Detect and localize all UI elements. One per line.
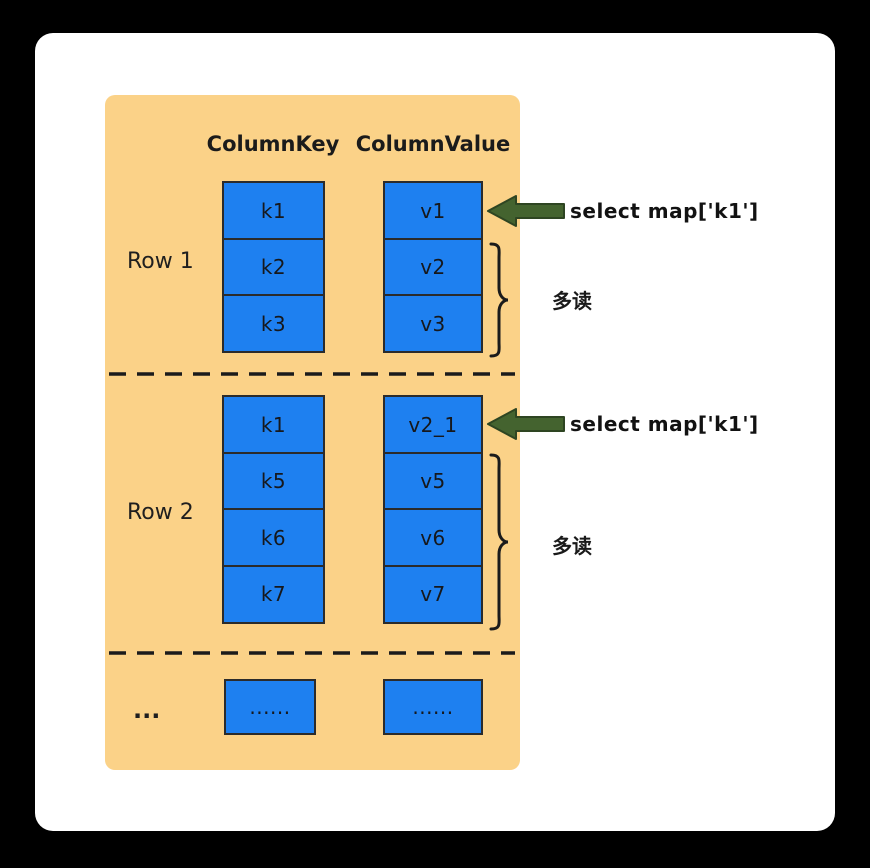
select-arrow-icon [487, 408, 565, 440]
key-cell: k1 [222, 181, 325, 240]
value-cell: v7 [383, 564, 483, 624]
row-label: Row 1 [127, 249, 194, 274]
dashed-divider [109, 651, 515, 655]
value-cell: v2 [383, 237, 483, 297]
row1-value-stack: v1 v2 v3 [383, 181, 483, 353]
value-cell: v5 [383, 451, 483, 511]
row-label: Row 2 [127, 500, 194, 525]
brace-annotation: 多读 [552, 534, 592, 558]
row1-key-stack: k1 k2 k3 [222, 181, 325, 353]
key-cell: ...... [224, 679, 316, 735]
row-label: ... [133, 696, 161, 724]
row2-key-stack: k1 k5 k6 k7 [222, 395, 325, 624]
value-cell: v3 [383, 294, 483, 353]
key-cell: k3 [222, 294, 325, 353]
key-cell: k1 [222, 395, 325, 454]
key-cell: k5 [222, 451, 325, 511]
select-annotation: select map['k1'] [570, 199, 759, 223]
key-cell: k7 [222, 564, 325, 624]
key-cell: k6 [222, 508, 325, 567]
select-annotation: select map['k1'] [570, 412, 759, 436]
row2-value-stack: v2_1 v5 v6 v7 [383, 395, 483, 624]
value-cell: v2_1 [383, 395, 483, 454]
column-key-header: ColumnKey [206, 132, 340, 156]
value-cell: v6 [383, 508, 483, 567]
value-cell: v1 [383, 181, 483, 240]
column-value-header: ColumnValue [355, 132, 511, 156]
brace-icon [489, 453, 509, 631]
dashed-divider [109, 372, 515, 376]
brace-annotation: 多读 [552, 289, 592, 313]
key-cell: k2 [222, 237, 325, 297]
select-arrow-icon [487, 195, 565, 227]
value-cell: ...... [383, 679, 483, 735]
brace-icon [489, 242, 509, 358]
